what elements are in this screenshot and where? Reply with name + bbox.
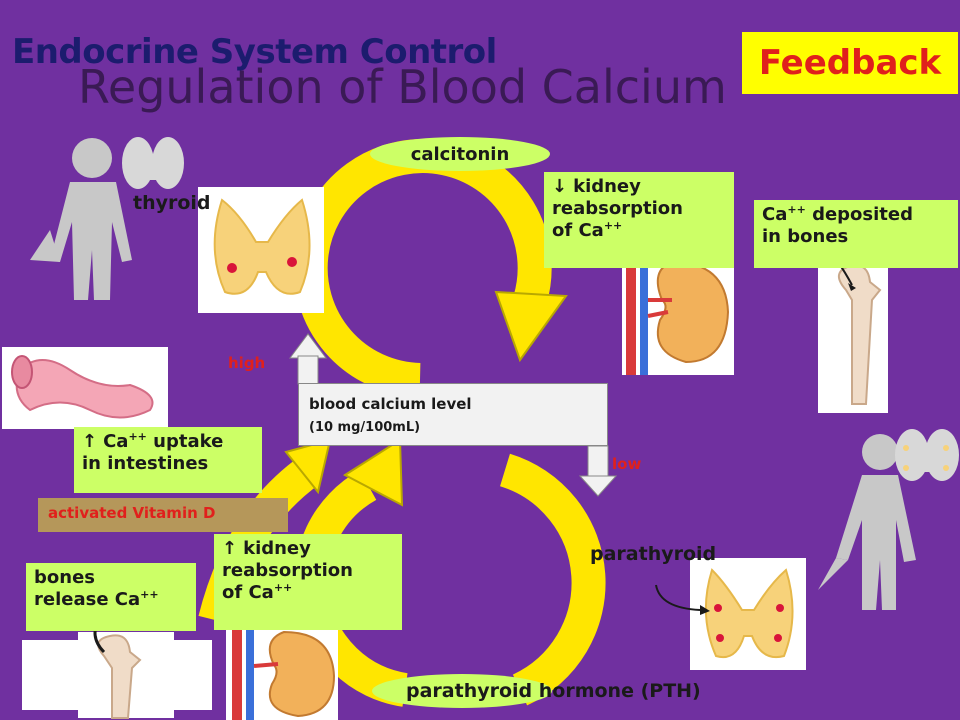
upper-cycle-arrow — [293, 139, 552, 397]
kidney-increase-box: ↑kidney reabsorption of Ca++ — [214, 534, 402, 630]
lower-left-cycle-arrowhead — [343, 438, 404, 507]
parathyroid-pointer-head — [700, 605, 710, 615]
low-arrow — [578, 445, 618, 497]
down-arrow-icon: ↓ — [552, 176, 568, 197]
up-arrow-icon: ↑ — [82, 431, 98, 452]
vitamin-d-label: activated Vitamin D — [38, 498, 288, 532]
parathyroid-label: parathyroid — [590, 543, 717, 565]
blood-calcium-normal-value: (10 mg/100mL) — [309, 420, 421, 435]
lower-right-cycle-arrow — [499, 453, 606, 706]
pth-label: parathyroid hormone (PTH) — [406, 680, 701, 702]
intestine-uptake-box: ↑Ca++ uptake in intestines — [74, 427, 262, 493]
up-arrow-icon: ↑ — [222, 538, 238, 559]
blood-calcium-label: blood calcium level — [309, 395, 472, 413]
thyroid-gland-icon — [122, 137, 184, 189]
parathyroid-gland-icon — [895, 429, 959, 481]
calcitonin-label: calcitonin — [370, 137, 550, 171]
high-arrow — [289, 333, 327, 385]
pth-pill — [372, 674, 552, 708]
thyroid-gland-icon — [198, 187, 324, 313]
human-silhouette-icon — [30, 138, 132, 300]
kidney-icon — [226, 618, 338, 720]
femur-bone-icon — [22, 618, 212, 719]
high-label: high — [228, 354, 266, 372]
parathyroid-pointer — [655, 584, 701, 611]
slide-header: Endocrine System Control — [12, 32, 497, 72]
low-label: low — [612, 455, 642, 473]
parathyroid-gland-icon — [690, 558, 806, 670]
bones-release-box: bones release Ca++ — [26, 563, 196, 631]
intestine-icon — [2, 347, 168, 429]
femur-bone-icon — [818, 258, 888, 413]
slide-title: Regulation of Blood Calcium — [78, 60, 727, 114]
kidney-decrease-box: ↓kidney reabsorption of Ca++ — [544, 172, 734, 268]
blood-calcium-level-box: blood calcium level (10 mg/100mL) — [298, 383, 608, 446]
bones-deposit-box: Ca++ deposited in bones — [754, 200, 958, 268]
thyroid-label: thyroid — [133, 192, 211, 214]
feedback-badge: Feedback — [742, 32, 958, 94]
upper-cycle-arrowhead — [494, 290, 568, 363]
human-silhouette-icon — [818, 434, 916, 610]
left-cycle-arrowhead — [284, 438, 332, 495]
cycle-arrows — [198, 139, 606, 707]
